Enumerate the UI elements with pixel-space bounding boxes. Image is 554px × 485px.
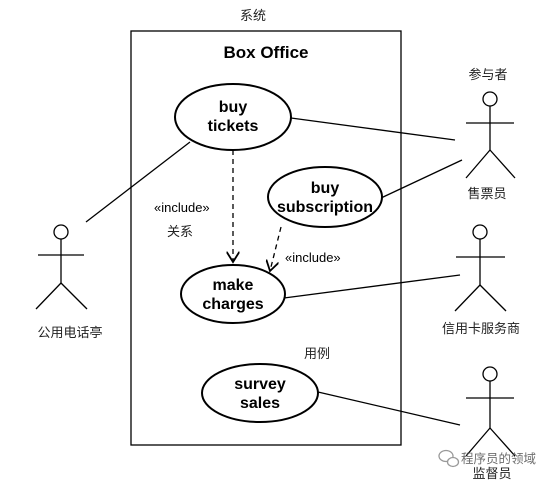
use-case-make-charges-line1: make — [213, 277, 254, 294]
use-case-buy-tickets-line2: tickets — [208, 118, 259, 135]
use-case-annotation: 用例 — [304, 347, 330, 362]
actor-kiosk-label: 公用电话亭 — [37, 325, 102, 341]
system-boundary — [130, 30, 402, 446]
actor-supervisor-figure[interactable] — [465, 366, 516, 457]
actor-supervisor-label: 监督员 — [472, 467, 511, 482]
participant-annotation: 参与者 — [468, 67, 507, 83]
use-case-survey-sales-line2: sales — [240, 395, 280, 412]
watermark: 程序员的领域 — [438, 449, 536, 468]
use-case-survey-sales-line1: survey — [234, 376, 286, 393]
actor-kiosk-figure[interactable] — [35, 224, 88, 310]
association-clerk-buy-tickets — [290, 117, 456, 141]
use-case-buy-tickets[interactable]: buy tickets — [174, 83, 292, 151]
association-kiosk-buy-tickets — [85, 141, 191, 223]
actor-credit-card-figure[interactable] — [454, 224, 507, 312]
association-clerk-buy-subscription — [380, 159, 463, 199]
use-case-buy-subscription-line2: subscription — [277, 199, 373, 216]
relation-annotation: 关系 — [167, 225, 193, 240]
include-arrow-buy-subscription — [270, 226, 282, 271]
use-case-survey-sales[interactable]: survey sales — [201, 363, 319, 423]
use-case-make-charges-line2: charges — [202, 296, 263, 313]
use-case-make-charges[interactable]: make charges — [180, 264, 286, 324]
include-label-left: «include» — [154, 200, 210, 215]
include-label-right: «include» — [285, 250, 341, 265]
use-case-buy-subscription-line1: buy — [311, 180, 340, 197]
watermark-text: 程序员的领域 — [461, 451, 536, 466]
actor-clerk-figure[interactable] — [465, 91, 516, 179]
actor-credit-card-label: 信用卡服务商 — [442, 321, 520, 337]
association-supervisor-survey-sales — [317, 391, 461, 426]
system-title: Box Office — [223, 43, 308, 62]
chat-bubble-icon — [438, 449, 460, 468]
use-case-buy-tickets-line1: buy — [219, 99, 248, 116]
system-annotation: 系统 — [240, 9, 266, 24]
actor-clerk-label: 售票员 — [467, 186, 506, 202]
use-case-buy-subscription[interactable]: buy subscription — [267, 166, 383, 228]
association-credit-make-charges — [283, 274, 461, 299]
